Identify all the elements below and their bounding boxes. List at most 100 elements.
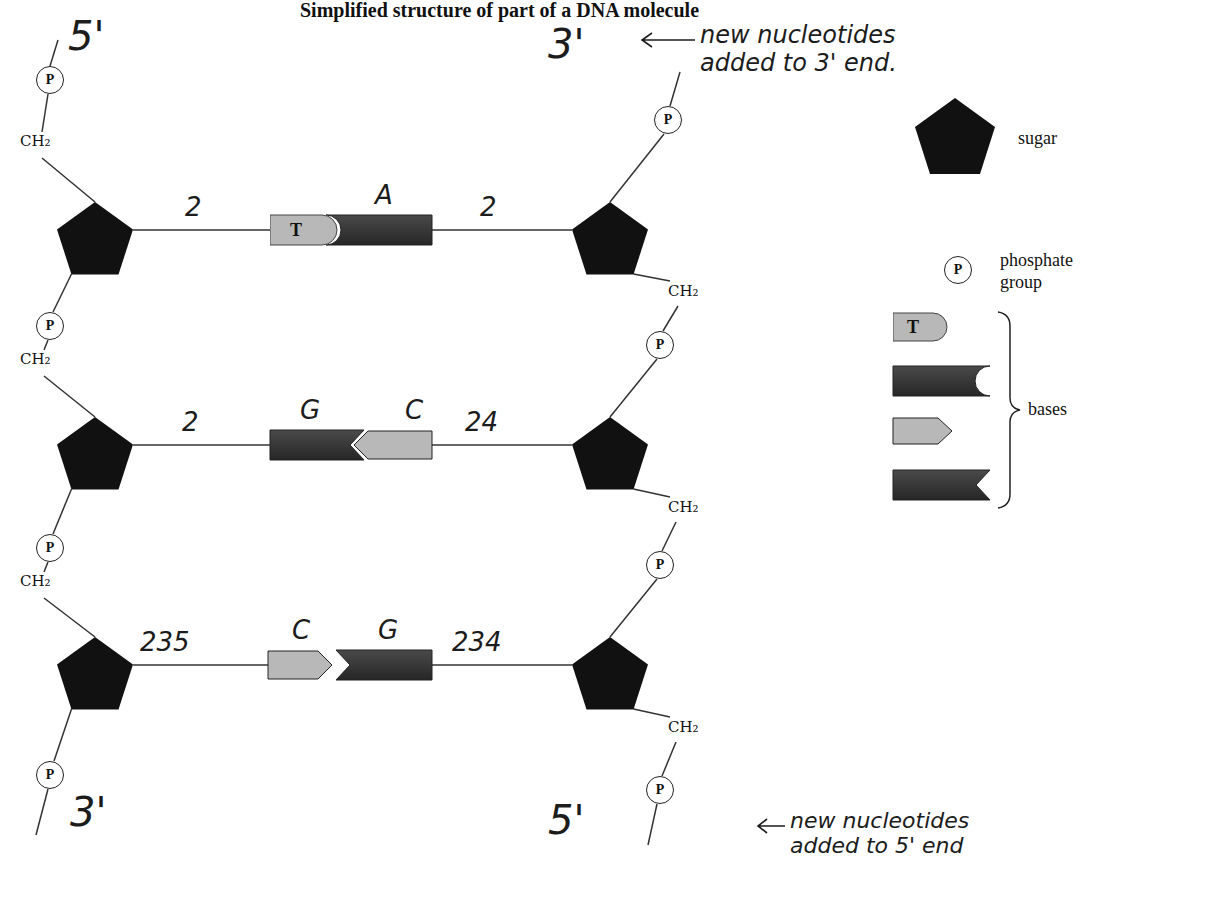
ch2-label: CH₂ xyxy=(668,500,699,515)
ch2-label: CH₂ xyxy=(20,574,51,589)
illustration-part xyxy=(268,651,332,679)
illustration-part xyxy=(610,134,664,202)
phosphate-letter: P xyxy=(46,767,55,783)
ch2-label: CH₂ xyxy=(20,134,51,149)
illustration-part xyxy=(572,202,648,274)
illustration-part xyxy=(270,430,364,460)
illustration-part xyxy=(42,94,48,132)
phosphate-circle: P xyxy=(36,534,64,562)
ch2-label: CH₂ xyxy=(668,284,699,299)
illustration-part xyxy=(634,709,671,717)
phosphate-letter: P xyxy=(46,540,55,556)
illustration-part xyxy=(44,598,95,637)
illustration-part xyxy=(57,202,133,274)
phosphate-circle: P xyxy=(944,256,972,284)
base-outline xyxy=(270,214,340,246)
phosphate-letter: P xyxy=(656,782,665,798)
illustration-part xyxy=(610,359,657,417)
legend-text: sugar xyxy=(1018,128,1057,150)
base-letter: C xyxy=(292,617,310,643)
phosphate-circle: P xyxy=(646,776,674,804)
phosphate-circle: P xyxy=(654,106,682,134)
illustration-part xyxy=(133,444,270,446)
illustration-part xyxy=(50,40,58,66)
phosphate-letter: P xyxy=(664,112,673,128)
illustration-part xyxy=(432,229,572,231)
illustration-part xyxy=(44,562,48,572)
illustration-part xyxy=(432,444,572,446)
illustration-part xyxy=(432,664,572,666)
phosphate-letter: P xyxy=(46,72,55,88)
backbone-lines xyxy=(36,40,680,845)
handwritten-number: 2 xyxy=(480,194,497,220)
illustration-part xyxy=(53,489,72,534)
handwritten-number: 24 xyxy=(465,409,498,435)
illustration-part xyxy=(915,98,995,174)
end-label: 5' xyxy=(548,800,584,840)
ch2-label: CH₂ xyxy=(20,352,51,367)
illustration-part xyxy=(36,789,48,835)
illustration-part xyxy=(53,274,72,312)
phosphate-letter: P xyxy=(656,557,665,573)
base-outline xyxy=(893,312,949,342)
illustration-part xyxy=(133,664,268,666)
diagram-title: Simplified structure of part of a DNA mo… xyxy=(300,0,699,20)
illustration-part xyxy=(893,366,990,396)
illustration-part xyxy=(893,418,952,444)
illustration-part xyxy=(133,229,270,231)
illustration-part xyxy=(670,72,680,106)
illustration-part xyxy=(42,158,95,202)
end-label: 3' xyxy=(70,792,106,832)
phosphate-circle: P xyxy=(646,551,674,579)
bases-brace xyxy=(998,312,1020,508)
handwritten-arrows xyxy=(642,33,785,833)
handwritten-number: 2 xyxy=(182,409,199,435)
base-outline xyxy=(893,313,947,341)
illustration-part xyxy=(893,470,990,500)
handwritten-note: new nucleotides added to 3' end. xyxy=(700,22,940,77)
phosphate-letter: P xyxy=(46,318,55,334)
illustration-part xyxy=(44,376,95,417)
phosphate-letter: P xyxy=(954,262,963,278)
illustration-part xyxy=(662,522,676,551)
base-letter: G xyxy=(378,617,398,643)
illustration-part xyxy=(572,417,648,489)
illustration-part xyxy=(610,579,657,637)
illustration-part xyxy=(57,637,133,709)
illustration-part xyxy=(642,33,695,47)
sugar-pentagons xyxy=(57,98,995,709)
base-outline xyxy=(270,215,337,245)
base-letter: G xyxy=(300,397,320,423)
handwritten-number: 235 xyxy=(140,629,190,655)
phosphate-circle: P xyxy=(36,312,64,340)
base-letter: T xyxy=(290,220,302,241)
phosphate-circle: P xyxy=(36,66,64,94)
base-letter: A xyxy=(375,182,393,208)
end-label: 3' xyxy=(548,24,584,64)
base-shape: T xyxy=(893,312,949,342)
illustration-part xyxy=(354,431,432,459)
illustration-part xyxy=(648,804,657,845)
base-shapes xyxy=(268,215,990,680)
end-label: 5' xyxy=(68,16,104,56)
illustration-part xyxy=(662,742,676,776)
illustration-part xyxy=(634,274,671,281)
illustration-part xyxy=(758,819,785,833)
handwritten-number: 2 xyxy=(185,194,202,220)
illustration-part xyxy=(572,637,648,709)
illustration-part xyxy=(326,215,432,245)
illustration-part xyxy=(663,306,678,331)
phosphate-circle: P xyxy=(36,761,64,789)
legend-text: bases xyxy=(1028,399,1067,421)
legend-text: phosphate group xyxy=(1000,250,1115,293)
phosphate-letter: P xyxy=(656,337,665,353)
illustration-part xyxy=(634,489,671,497)
illustration-part xyxy=(336,650,432,680)
base-shape: T xyxy=(270,214,340,246)
phosphate-circle: P xyxy=(646,331,674,359)
illustration-part xyxy=(57,417,133,489)
handwritten-note: new nucleotides added to 5' end xyxy=(790,808,1020,859)
base-letter: C xyxy=(405,397,423,423)
ch2-label: CH₂ xyxy=(668,720,699,735)
